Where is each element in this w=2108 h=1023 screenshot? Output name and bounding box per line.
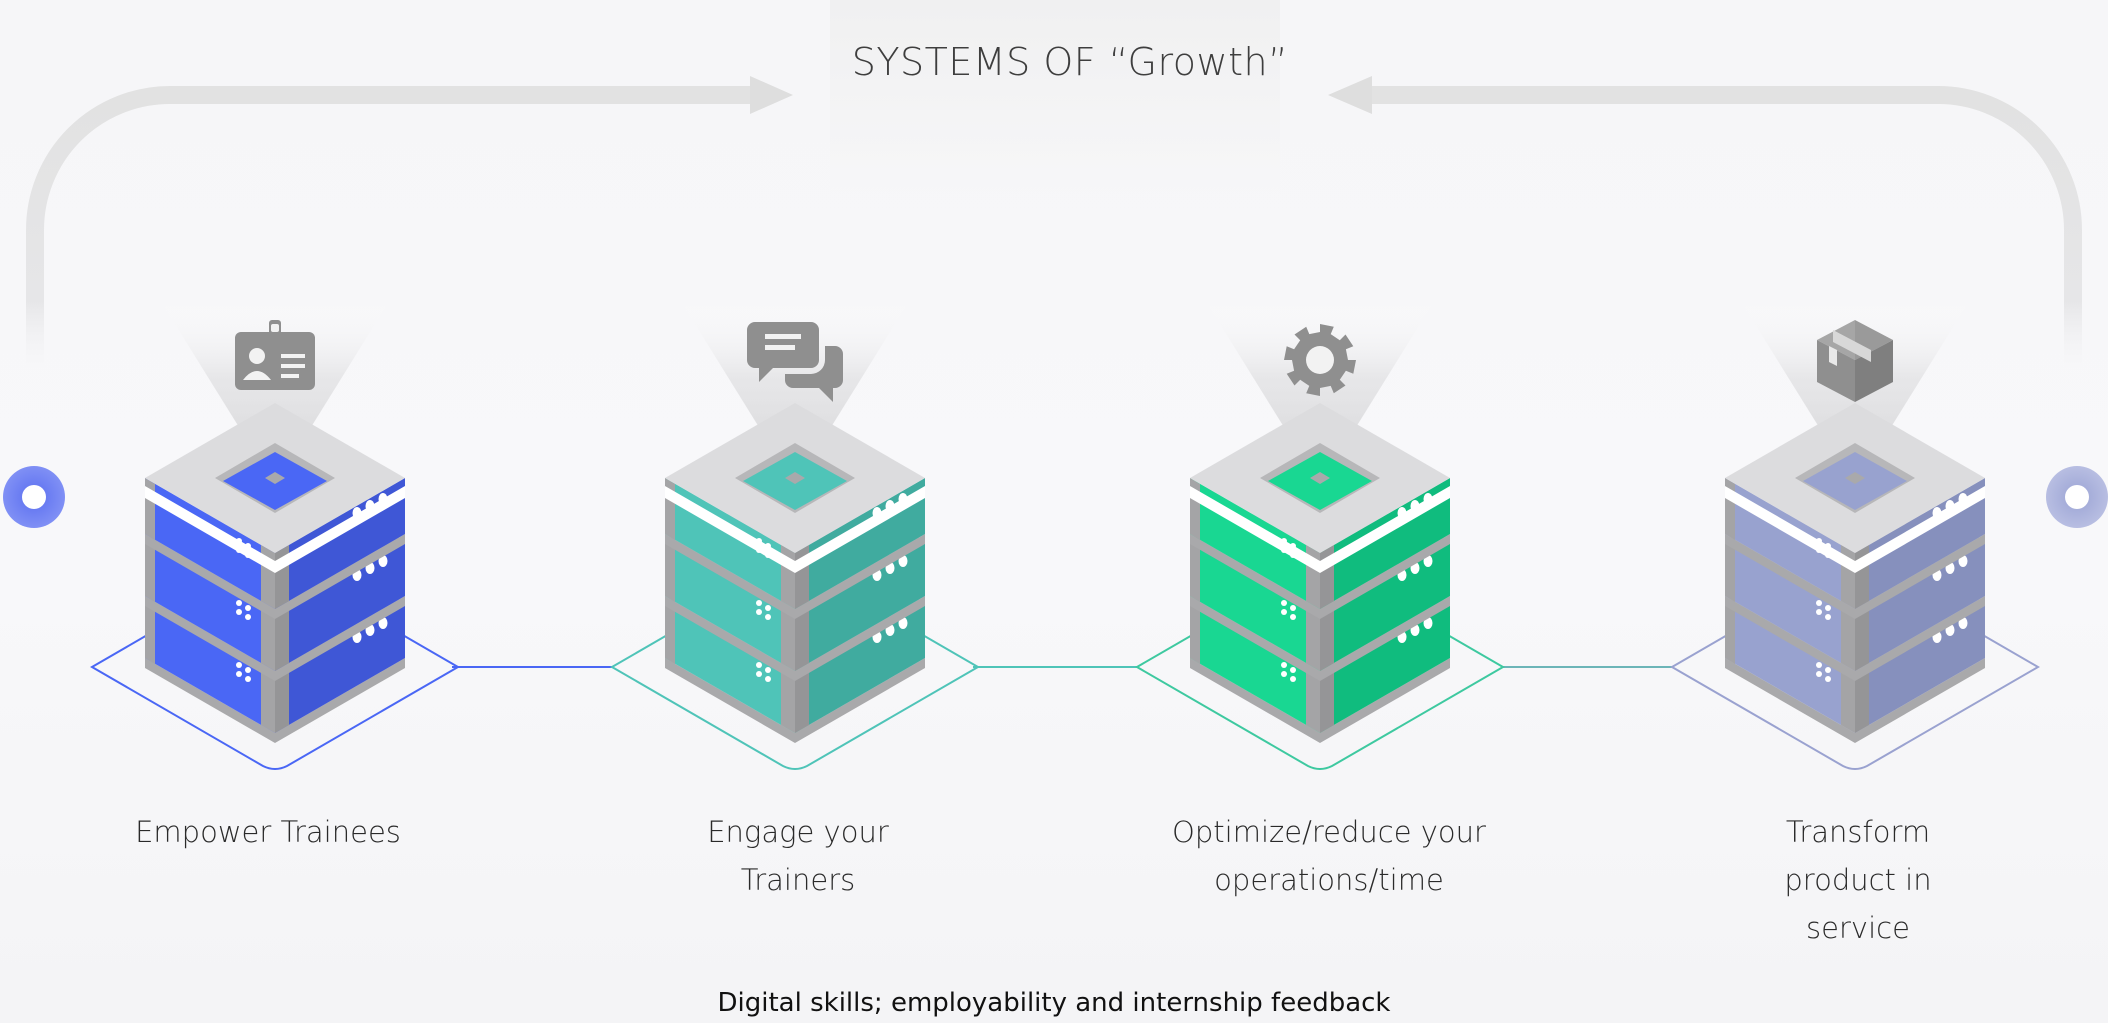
- indicator-dot: [1290, 614, 1296, 620]
- status-led: [378, 555, 388, 567]
- server-stack-2: [610, 300, 980, 770]
- server-face-left: [665, 602, 795, 733]
- status-led: [1423, 617, 1433, 629]
- status-led: [1423, 555, 1433, 567]
- title-panel: [830, 0, 1280, 195]
- server-face-left: [145, 540, 275, 671]
- light-beam: [680, 300, 910, 440]
- indicator-dot: [1281, 662, 1287, 668]
- indicator-dot: [1281, 671, 1287, 677]
- indicator-dot: [1825, 614, 1831, 620]
- indicator-dot: [765, 605, 771, 611]
- indicator-dot: [1816, 600, 1822, 606]
- lid-center-mark: [785, 472, 805, 484]
- indicator-dot: [1816, 662, 1822, 668]
- page-title: SYSTEMS OF “Growth”: [851, 40, 1289, 84]
- server-face-left: [1725, 602, 1855, 733]
- footer-caption: Digital skills; employability and intern…: [717, 988, 1391, 1018]
- id-card-icon: [235, 320, 315, 390]
- indicator-dot: [756, 662, 762, 668]
- indicator-dot: [236, 609, 242, 615]
- indicator-dot: [765, 667, 771, 673]
- indicator-dot: [765, 614, 771, 620]
- server-face-left: [1190, 602, 1320, 733]
- server-stack-1: [90, 300, 460, 770]
- indicator-dot: [756, 609, 762, 615]
- indicator-dot: [245, 605, 251, 611]
- lid-center-mark: [1845, 472, 1865, 484]
- server-stack-3: [1135, 300, 1505, 770]
- server-face-left: [145, 602, 275, 733]
- chat-bubbles-icon: [747, 322, 843, 402]
- indicator-dot: [1825, 676, 1831, 682]
- stage-label-optimize-operations: Optimize/reduce your operations/time: [1172, 815, 1486, 897]
- stage-label-empower-trainees: Empower Trainees: [135, 815, 401, 849]
- stage-label-transform-product: Transform product in service: [1784, 815, 1932, 945]
- indicator-dot: [236, 600, 242, 606]
- arrowhead-left: [1328, 76, 1372, 114]
- status-led: [898, 617, 908, 629]
- indicator-dot: [756, 671, 762, 677]
- status-led: [378, 617, 388, 629]
- arrowhead-right: [750, 76, 793, 114]
- indicator-dot: [245, 614, 251, 620]
- lid-center-mark: [265, 472, 285, 484]
- server-face-left: [1725, 540, 1855, 671]
- indicator-dot: [1290, 667, 1296, 673]
- cycle-arrow-right: [1365, 86, 2082, 370]
- indicator-dot: [1290, 605, 1296, 611]
- indicator-dot: [1290, 676, 1296, 682]
- indicator-dot: [1825, 667, 1831, 673]
- indicator-dot: [236, 671, 242, 677]
- package-box-icon: [1817, 320, 1893, 402]
- server-stack-4: [1670, 300, 2040, 770]
- server-face-left: [1190, 540, 1320, 671]
- indicator-dot: [765, 676, 771, 682]
- indicator-dot: [1816, 671, 1822, 677]
- gear-icon: [1284, 324, 1356, 396]
- indicator-dot: [756, 600, 762, 606]
- indicator-dot: [245, 667, 251, 673]
- indicator-dot: [236, 662, 242, 668]
- indicator-dot: [1281, 609, 1287, 615]
- status-led: [1958, 617, 1968, 629]
- indicator-dot: [1816, 609, 1822, 615]
- status-led: [1958, 555, 1968, 567]
- indicator-dot: [1281, 600, 1287, 606]
- indicator-dot: [1825, 605, 1831, 611]
- lid-center-mark: [1310, 472, 1330, 484]
- server-face-left: [665, 540, 795, 671]
- stage-label-engage-trainers: Engage your Trainers: [707, 815, 889, 897]
- indicator-dot: [245, 676, 251, 682]
- cycle-arrow-left: [26, 86, 755, 370]
- status-led: [898, 555, 908, 567]
